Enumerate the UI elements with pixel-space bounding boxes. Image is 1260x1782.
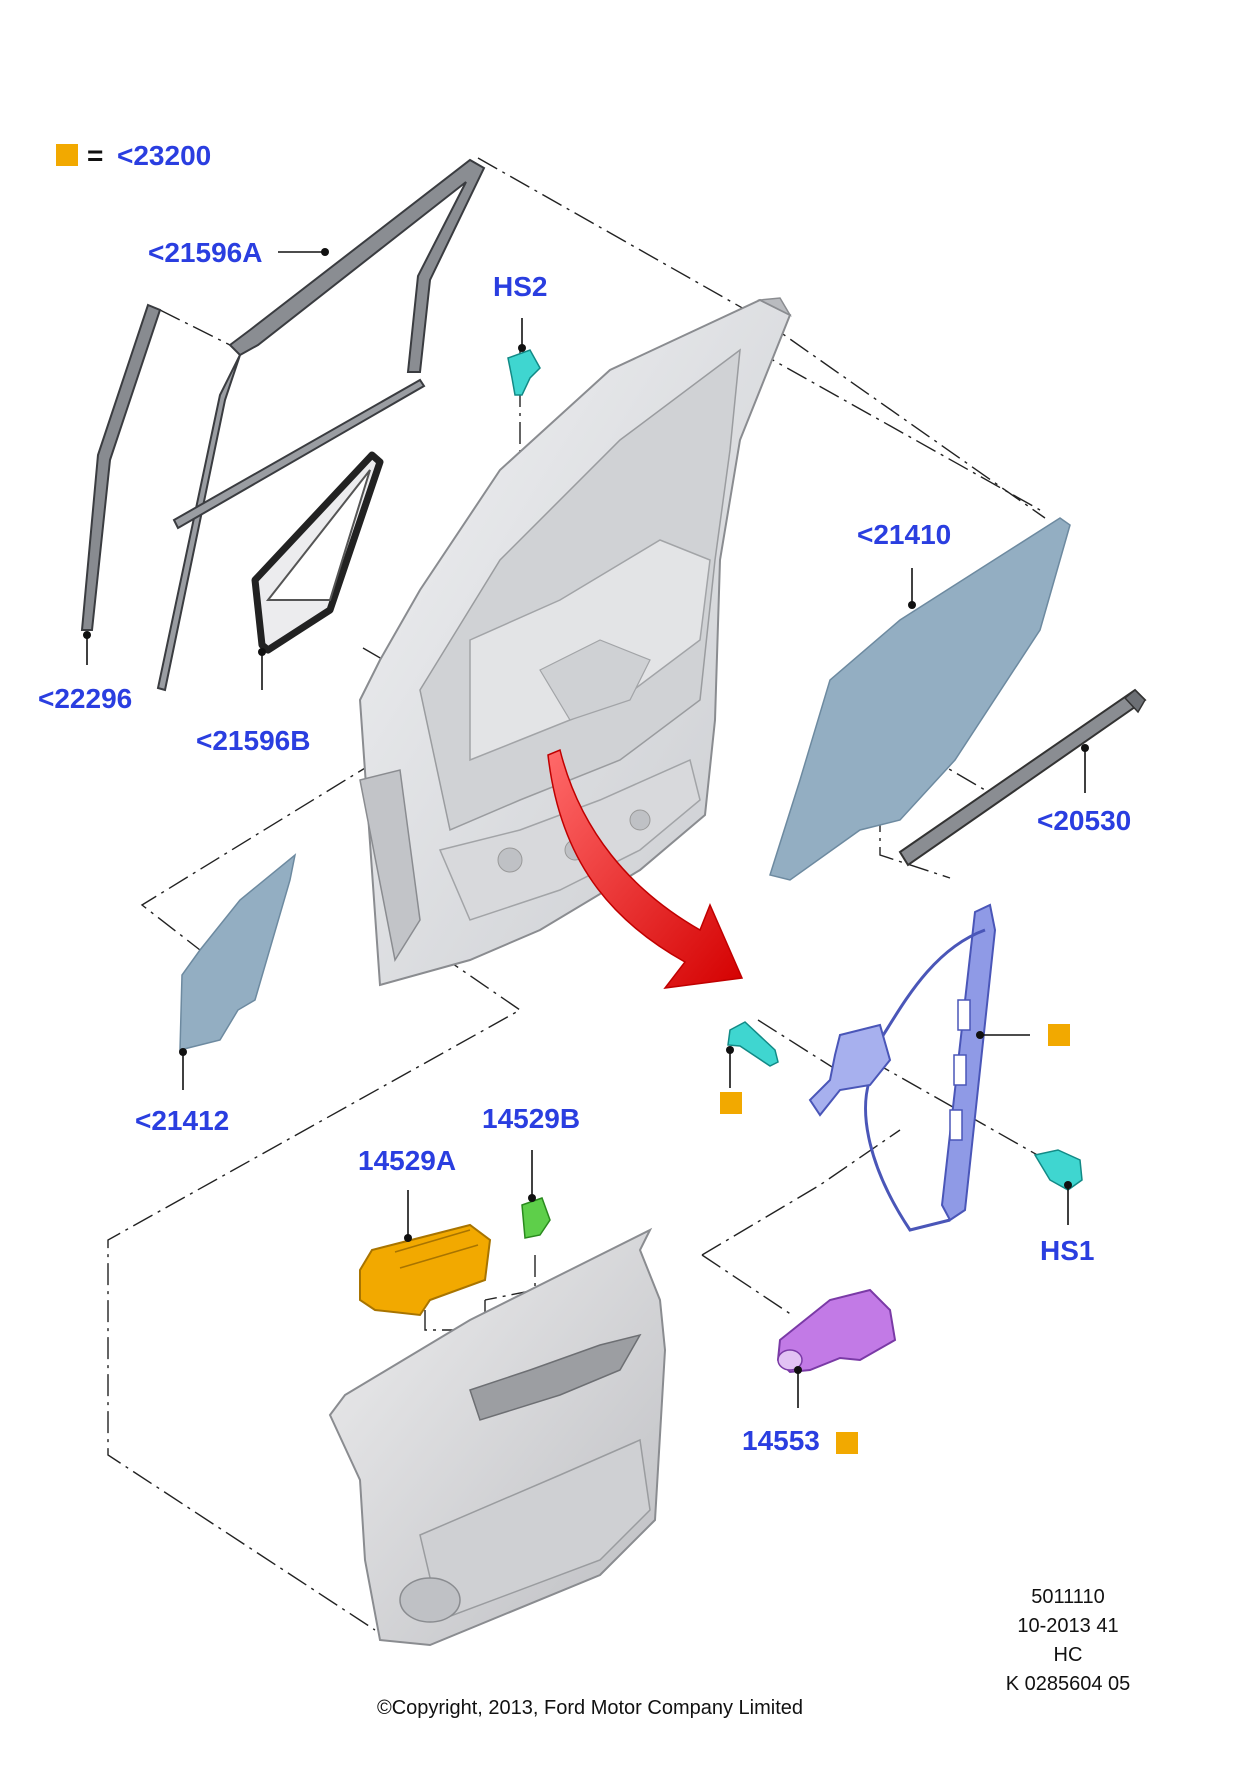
legend: = <23200 xyxy=(56,140,211,171)
marker-square-icon xyxy=(836,1432,858,1454)
regulator-bolt xyxy=(727,1021,779,1067)
label-hs1: HS1 xyxy=(1040,1235,1094,1266)
upper-window-seal xyxy=(156,158,486,692)
belt-weatherstrip xyxy=(898,688,1147,867)
quarter-glass xyxy=(179,853,297,1051)
label-motor: 14553 xyxy=(742,1425,820,1456)
direction-arrow xyxy=(547,748,744,989)
reference-markers xyxy=(720,1024,1070,1454)
label-switch-aux: 14529B xyxy=(482,1103,580,1134)
label-hs2: HS2 xyxy=(493,271,547,302)
info-block: 5011110 10-2013 41 HC K 0285604 05 xyxy=(1006,1586,1131,1695)
label-window-glass: <21410 xyxy=(857,519,951,550)
lower-window-seal xyxy=(251,451,384,654)
marker-square-icon xyxy=(1048,1024,1070,1046)
info-line-3: HC xyxy=(1054,1644,1083,1666)
construction-lines xyxy=(107,157,1056,1631)
label-belt-weatherstrip: <20530 xyxy=(1037,805,1131,836)
label-seal-upper: <21596A xyxy=(148,237,262,268)
window-glass xyxy=(769,517,1071,881)
label-seal-lower: <21596B xyxy=(196,725,310,756)
window-motor xyxy=(776,1288,897,1374)
label-quarter-glass: <21412 xyxy=(135,1105,229,1136)
main-window-switch xyxy=(359,1223,492,1317)
info-line-2: 10-2013 41 xyxy=(1017,1615,1118,1637)
door-inner-panel xyxy=(358,297,792,987)
hs1-clip xyxy=(1033,1149,1083,1191)
label-run-channel: <22296 xyxy=(38,683,132,714)
marker-square-icon xyxy=(720,1092,742,1114)
leader-lines xyxy=(83,248,1089,1408)
run-channel xyxy=(80,303,162,631)
legend-square-icon xyxy=(56,144,78,166)
legend-text: <23200 xyxy=(117,140,211,171)
window-regulator xyxy=(808,903,997,1232)
label-switch-main: 14529A xyxy=(358,1145,456,1176)
info-line-4: K 0285604 05 xyxy=(1006,1673,1131,1695)
legend-equals: = xyxy=(87,140,103,171)
hs2-clip xyxy=(507,349,541,396)
aux-window-switch xyxy=(521,1197,551,1239)
door-trim-panel xyxy=(328,1227,667,1647)
part-labels: <21596A <22296 <21596B HS2 <21410 <21412… xyxy=(38,237,1131,1456)
info-line-1: 5011110 xyxy=(1031,1586,1104,1608)
copyright-text: ©Copyright, 2013, Ford Motor Company Lim… xyxy=(377,1697,803,1719)
